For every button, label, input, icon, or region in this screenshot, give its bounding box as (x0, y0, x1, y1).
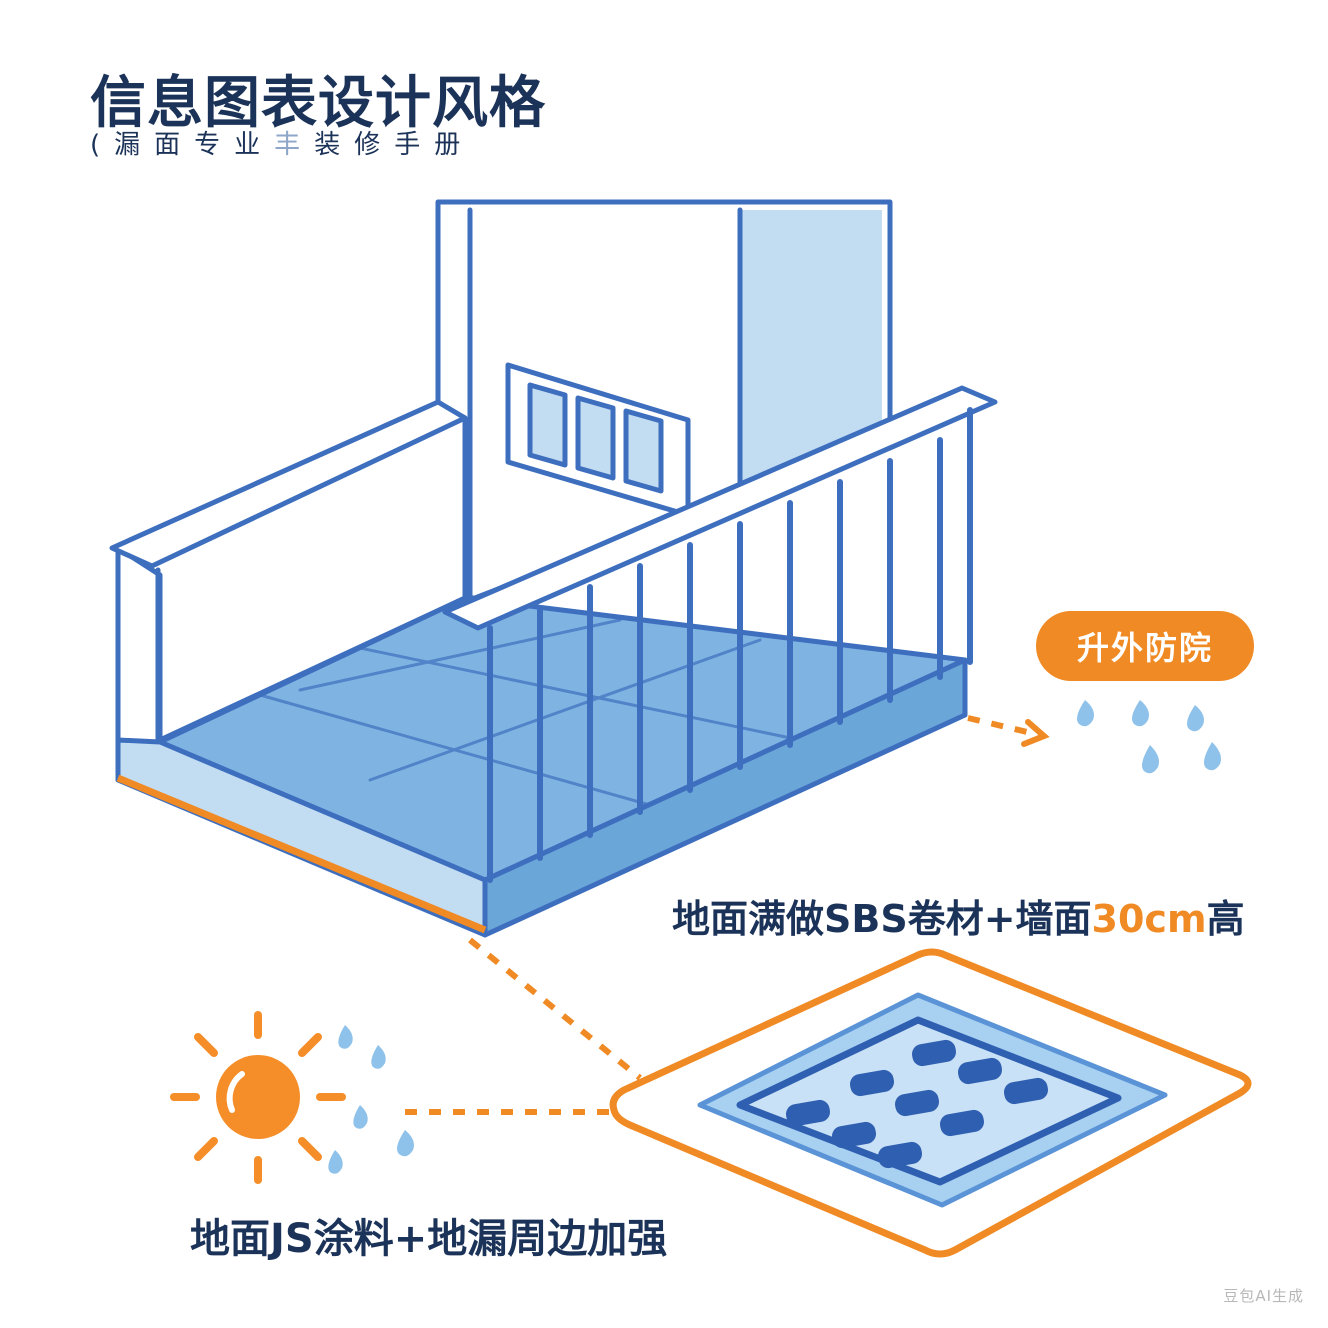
sun-icon (170, 1011, 346, 1184)
caption-height-value: 30cm (1091, 897, 1207, 941)
page-title: 信息图表设计风格 (90, 71, 546, 136)
dashed-connectors (405, 715, 1041, 1115)
subtitle-blurred-char: 丰 (274, 130, 315, 160)
caption-text-after: 高 (1206, 897, 1245, 941)
caption-text-before: 地面满做SBS卷材+墙面 (672, 897, 1092, 941)
rain-drops-icon (1077, 700, 1221, 774)
subtitle-part2: 装修手册 (314, 130, 475, 160)
page-subtitle: (漏面专业丰装修手册 (90, 124, 474, 161)
subtitle-open: ( (90, 130, 115, 160)
badge-label: 升外防院 (1036, 611, 1254, 681)
floor-drain-icon (609, 948, 1252, 1258)
arrow-head (1021, 719, 1050, 747)
edge-highlight (116, 774, 487, 934)
watermark: 豆包AI生成 (1223, 1287, 1304, 1305)
balcony-illustration (109, 199, 998, 938)
rain-drops-icon (328, 1025, 414, 1174)
floor-membrane-caption: 地面满做SBS卷材+墙面30cm高 (672, 888, 1245, 943)
floor-coating-caption: 地面JS涂料+地漏周边加强 (190, 1216, 668, 1262)
subtitle-part1: 漏面专业 (114, 130, 275, 160)
